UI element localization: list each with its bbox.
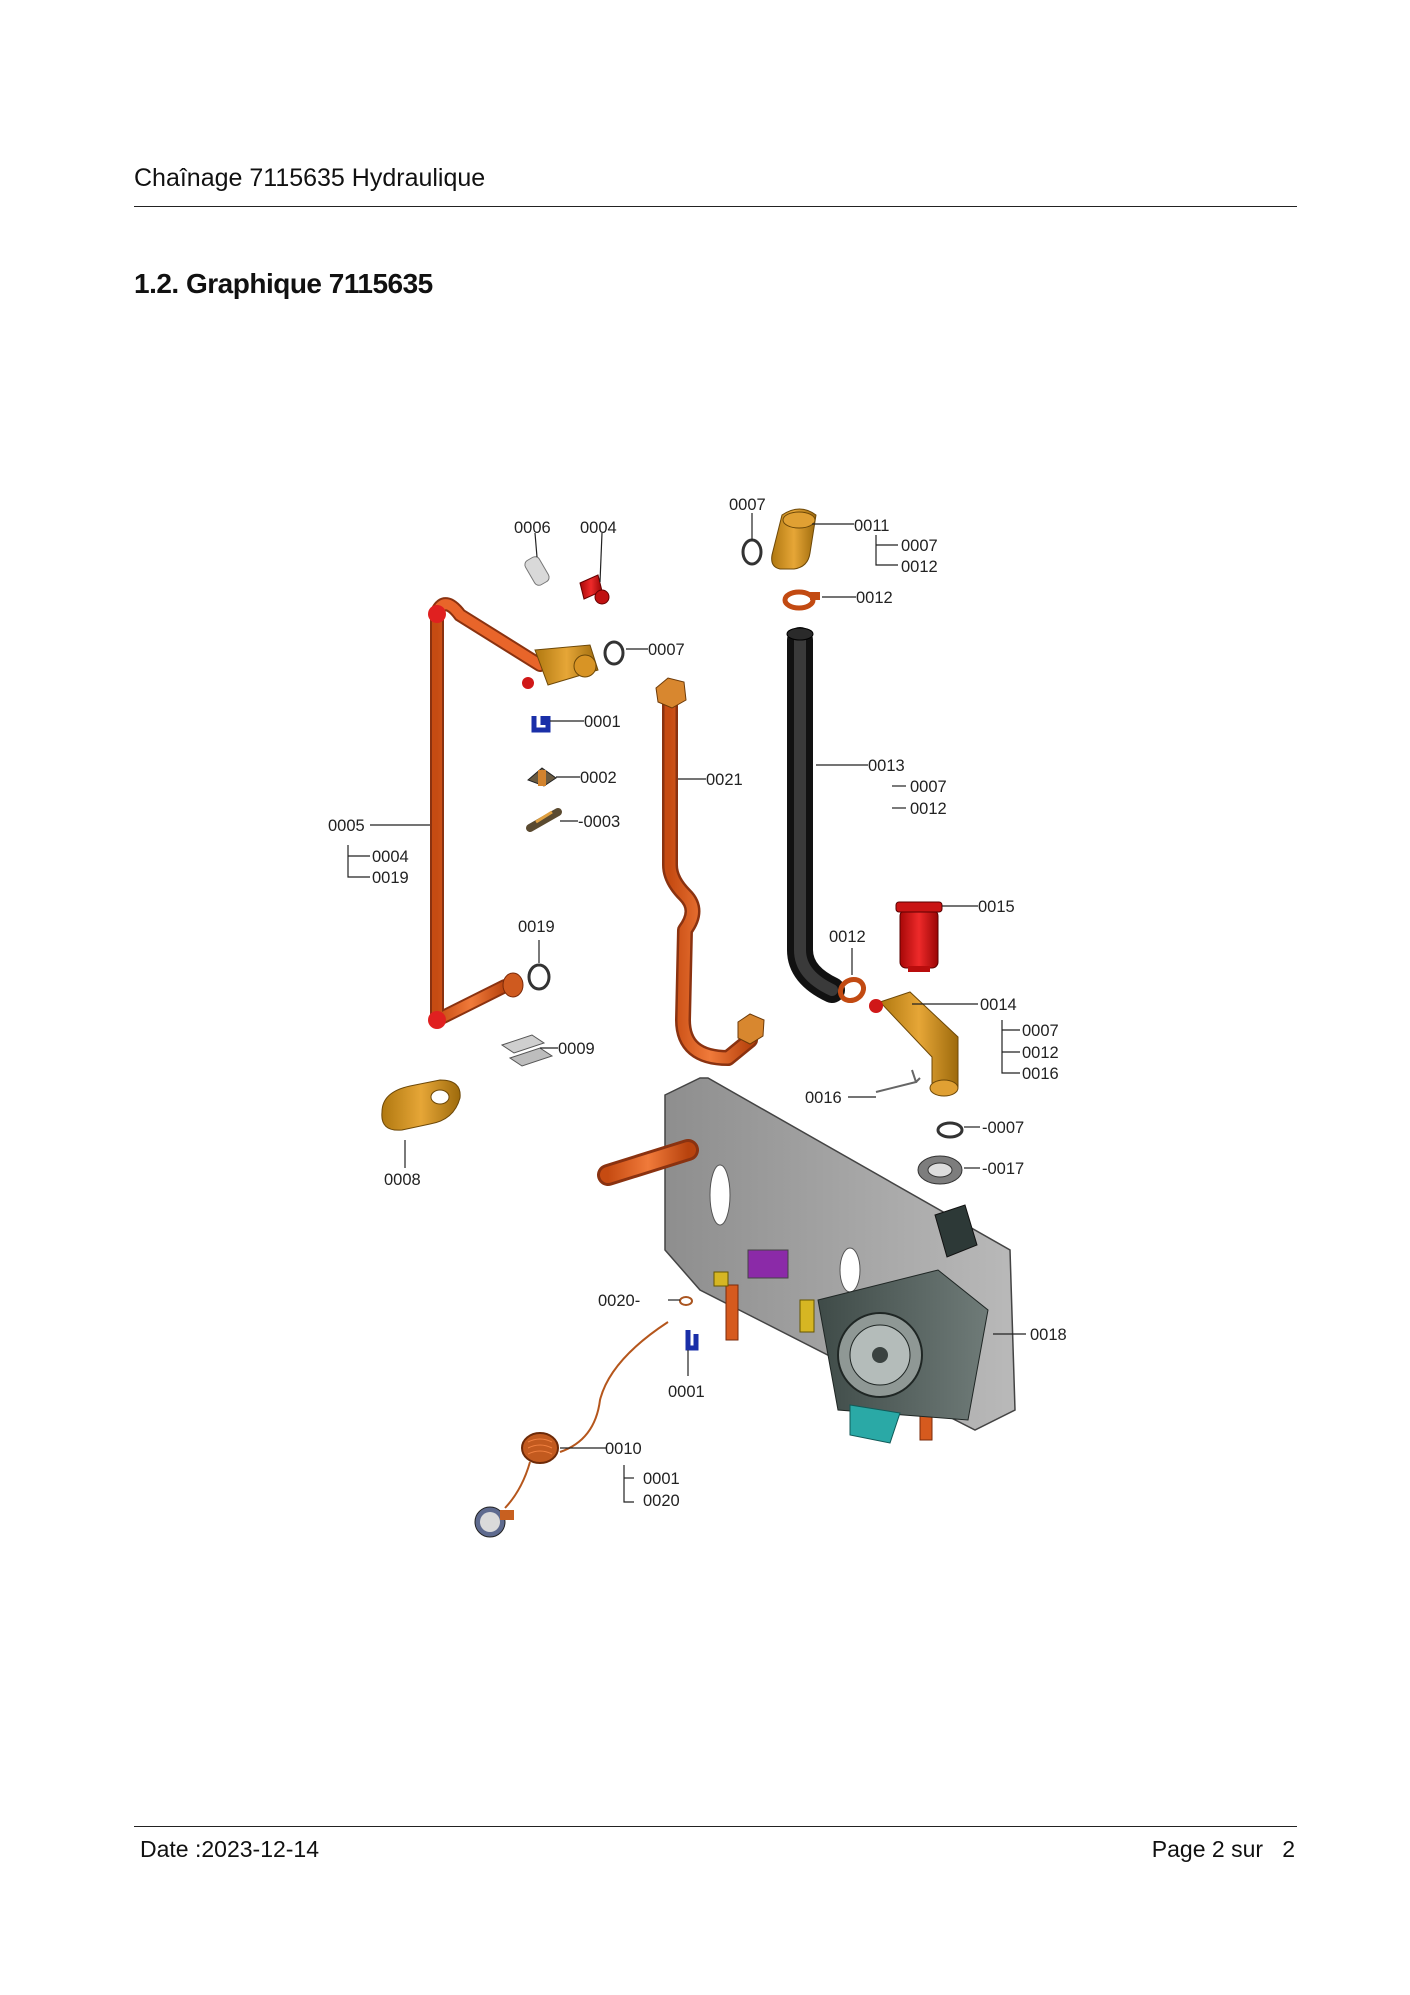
part-0002-fitting [527, 767, 557, 787]
section-heading: 1.2. Graphique 7115635 [134, 268, 433, 299]
footer-page-total: 2 [1282, 1836, 1295, 1862]
footer-divider [134, 1826, 1297, 1827]
leader-lines [347, 513, 1026, 1503]
callout-0009: 0009 [558, 1040, 595, 1058]
callout-0014-sub3: 0016 [1022, 1065, 1059, 1083]
part-0008-flange [381, 1079, 461, 1131]
part-0018-plate-assembly [597, 1077, 1016, 1444]
callout-0011: 0011 [854, 517, 889, 535]
oring-0007-c [936, 1121, 964, 1139]
callout-0013: 0013 [868, 757, 905, 775]
footer-page-label: Page 2 sur [1151, 1836, 1264, 1862]
part-0015-red-filter [895, 901, 943, 972]
callout-0021: 0021 [706, 771, 743, 789]
callout-0005-sub1: 0004 [372, 848, 409, 866]
callout-0019: 0019 [518, 918, 555, 936]
callout-0013-sub1: 0007 [910, 778, 947, 796]
part-0020-loop [679, 1296, 693, 1306]
callout-0003: -0003 [578, 813, 620, 831]
brass-valve-block [522, 644, 599, 689]
part-0004-red-elbow [579, 574, 610, 605]
callout-0020: 0020- [598, 1292, 640, 1310]
part-0010-capillary [474, 1321, 669, 1538]
footer-page-number: Page 2 sur 2 [1152, 1836, 1295, 1863]
pipe-0021 [655, 677, 765, 1066]
callout-0004: 0004 [580, 519, 617, 537]
oring-0019 [527, 963, 551, 991]
callout-0001-a: 0001 [584, 713, 621, 731]
oring-0007-top [741, 538, 763, 566]
callout-0007-b: 0007 [648, 641, 685, 659]
callout-0011-sub1: 0007 [901, 537, 938, 555]
callout-0012-b: 0012 [829, 928, 866, 946]
part-0012-clamp-b [837, 976, 867, 1004]
callout-0006: 0006 [514, 519, 551, 537]
callout-0005: 0005 [328, 817, 365, 835]
part-0011-brass-elbow [771, 508, 817, 570]
callout-0014: 0014 [980, 996, 1017, 1014]
clip-0016 [875, 1069, 921, 1093]
part-0006-sleeve [524, 556, 550, 586]
callout-0018: 0018 [1030, 1326, 1067, 1344]
pipe-0005 [428, 597, 547, 1029]
callout-0017: -0017 [982, 1160, 1024, 1178]
callout-0016: 0016 [805, 1089, 842, 1107]
callout-0012-a: 0012 [856, 589, 893, 607]
exploded-parts-diagram: 0006 0004 0007 0011 0007 0012 0012 0007 … [320, 480, 1100, 1545]
part-0009-clip [500, 1034, 554, 1067]
callout-0001-b: 0001 [668, 1383, 705, 1401]
clip-0001-b [685, 1330, 699, 1351]
part-0014-brass-manifold [869, 991, 959, 1097]
clip-0001-a [531, 716, 551, 733]
oring-0007-b [603, 640, 625, 666]
callout-0007-c: -0007 [982, 1119, 1024, 1137]
part-0012-clamp-a [782, 589, 820, 611]
hose-0013 [786, 627, 845, 1003]
callout-0011-sub2: 0012 [901, 558, 938, 576]
callout-0013-sub2: 0012 [910, 800, 947, 818]
callout-0015: 0015 [978, 898, 1015, 916]
document-header-title: Chaînage 7115635 Hydraulique [134, 164, 486, 192]
callout-0010-sub1: 0001 [643, 1470, 680, 1488]
callout-0014-sub1: 0007 [1022, 1022, 1059, 1040]
callout-0005-sub2: 0019 [372, 869, 409, 887]
part-0017-seal [917, 1155, 963, 1185]
footer-date: Date :2023-12-14 [140, 1836, 320, 1862]
callout-0007-top: 0007 [729, 496, 766, 514]
callout-0008: 0008 [384, 1171, 421, 1189]
callout-0002: 0002 [580, 769, 617, 787]
callout-0010: 0010 [605, 1440, 642, 1458]
callout-0010-sub2: 0020 [643, 1492, 680, 1510]
callout-0014-sub2: 0012 [1022, 1044, 1059, 1062]
part-0003-sensor [526, 808, 562, 832]
header-divider [134, 206, 1297, 207]
